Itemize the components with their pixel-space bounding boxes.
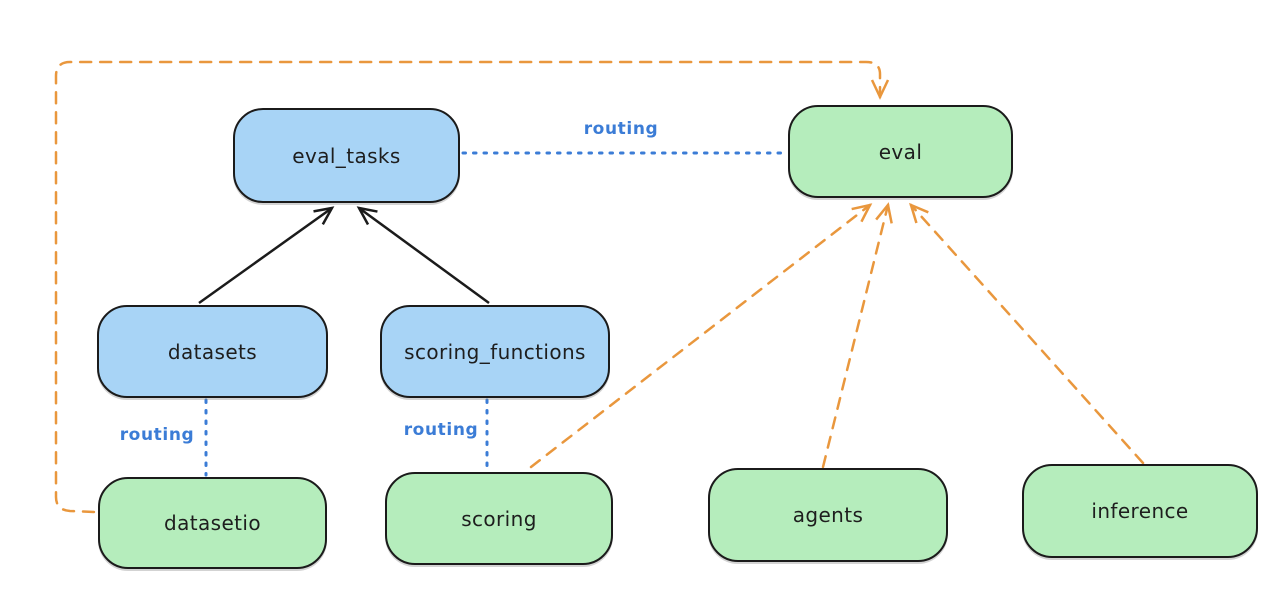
- edge-label-routing-scoring-functions-scoring: routing: [403, 420, 479, 440]
- node-eval-tasks: eval_tasks: [233, 108, 460, 203]
- edge-inference-to-eval: [909, 202, 1145, 465]
- node-inference: inference: [1022, 464, 1258, 558]
- node-datasets-label: datasets: [167, 339, 258, 364]
- node-scoring-functions-label: scoring_functions: [404, 339, 586, 364]
- node-scoring-functions: scoring_functions: [380, 305, 610, 398]
- node-agents: agents: [708, 468, 948, 562]
- node-scoring: scoring: [385, 472, 613, 565]
- node-datasets: datasets: [97, 305, 328, 398]
- node-scoring-label: scoring: [461, 506, 537, 531]
- edge-scoring-to-eval: [529, 203, 873, 469]
- edge-scoring-functions-to-eval-tasks: [356, 206, 490, 305]
- node-eval-label: eval: [878, 139, 923, 164]
- node-inference-label: inference: [1091, 499, 1189, 523]
- node-eval-tasks-label: eval_tasks: [292, 143, 401, 168]
- node-datasetio-label: datasetio: [163, 511, 261, 535]
- edge-label-routing-eval-tasks-eval: routing: [583, 119, 659, 139]
- node-datasetio: datasetio: [98, 477, 327, 569]
- edge-label-routing-datasets-datasetio: routing: [119, 425, 195, 445]
- edge-agents-to-eval: [821, 202, 893, 469]
- node-agents-label: agents: [792, 503, 864, 527]
- edge-datasets-to-eval-tasks: [198, 206, 335, 305]
- node-eval: eval: [788, 105, 1013, 198]
